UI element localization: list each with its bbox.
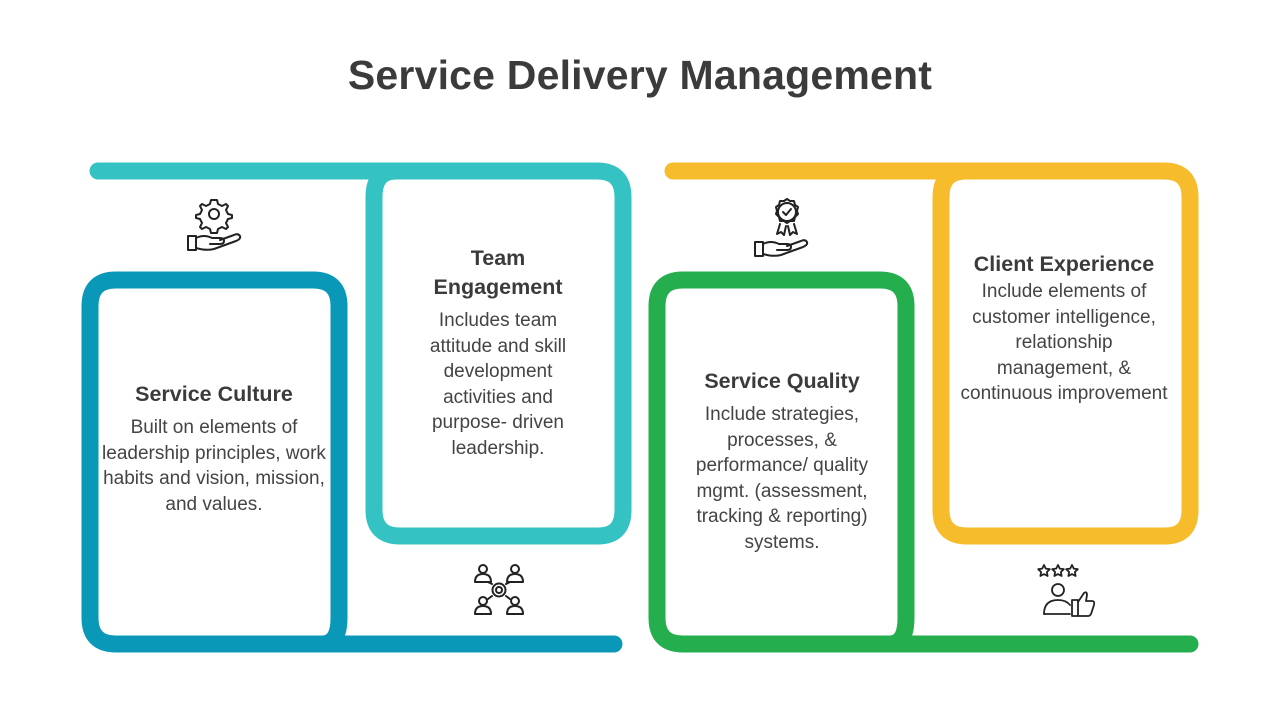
service-quality-card: Service Quality Include strategies, proc… (677, 367, 887, 555)
customer-rating-icon (1037, 564, 1096, 617)
card-heading: Client Experience (973, 252, 1155, 276)
award-hand-icon (754, 198, 809, 257)
card-heading: Team Engagement (433, 246, 563, 299)
service-culture-frame (81, 271, 623, 653)
card-body: Include strategies, processes, & perform… (695, 404, 869, 553)
service-quality-frame (648, 271, 1199, 653)
gear-hand-icon (187, 199, 242, 251)
client-experience-card: Client Experience Include elements of cu… (958, 250, 1170, 407)
service-culture-card: Service Culture Built on elements of lea… (100, 380, 328, 517)
card-body: Include elements of customer intelligenc… (960, 281, 1168, 404)
card-heading: Service Culture (135, 382, 293, 406)
team-engagement-card: Team Engagement Includes team attitude a… (408, 244, 588, 461)
team-network-icon (474, 564, 524, 615)
card-body: Includes team attitude and skill develop… (429, 310, 567, 459)
card-body: Built on elements of leadership principl… (102, 417, 326, 515)
card-heading: Service Quality (704, 369, 860, 393)
client-experience-frame (664, 162, 1199, 545)
page-title: Service Delivery Management (347, 52, 933, 98)
team-engagement-frame (89, 162, 632, 545)
